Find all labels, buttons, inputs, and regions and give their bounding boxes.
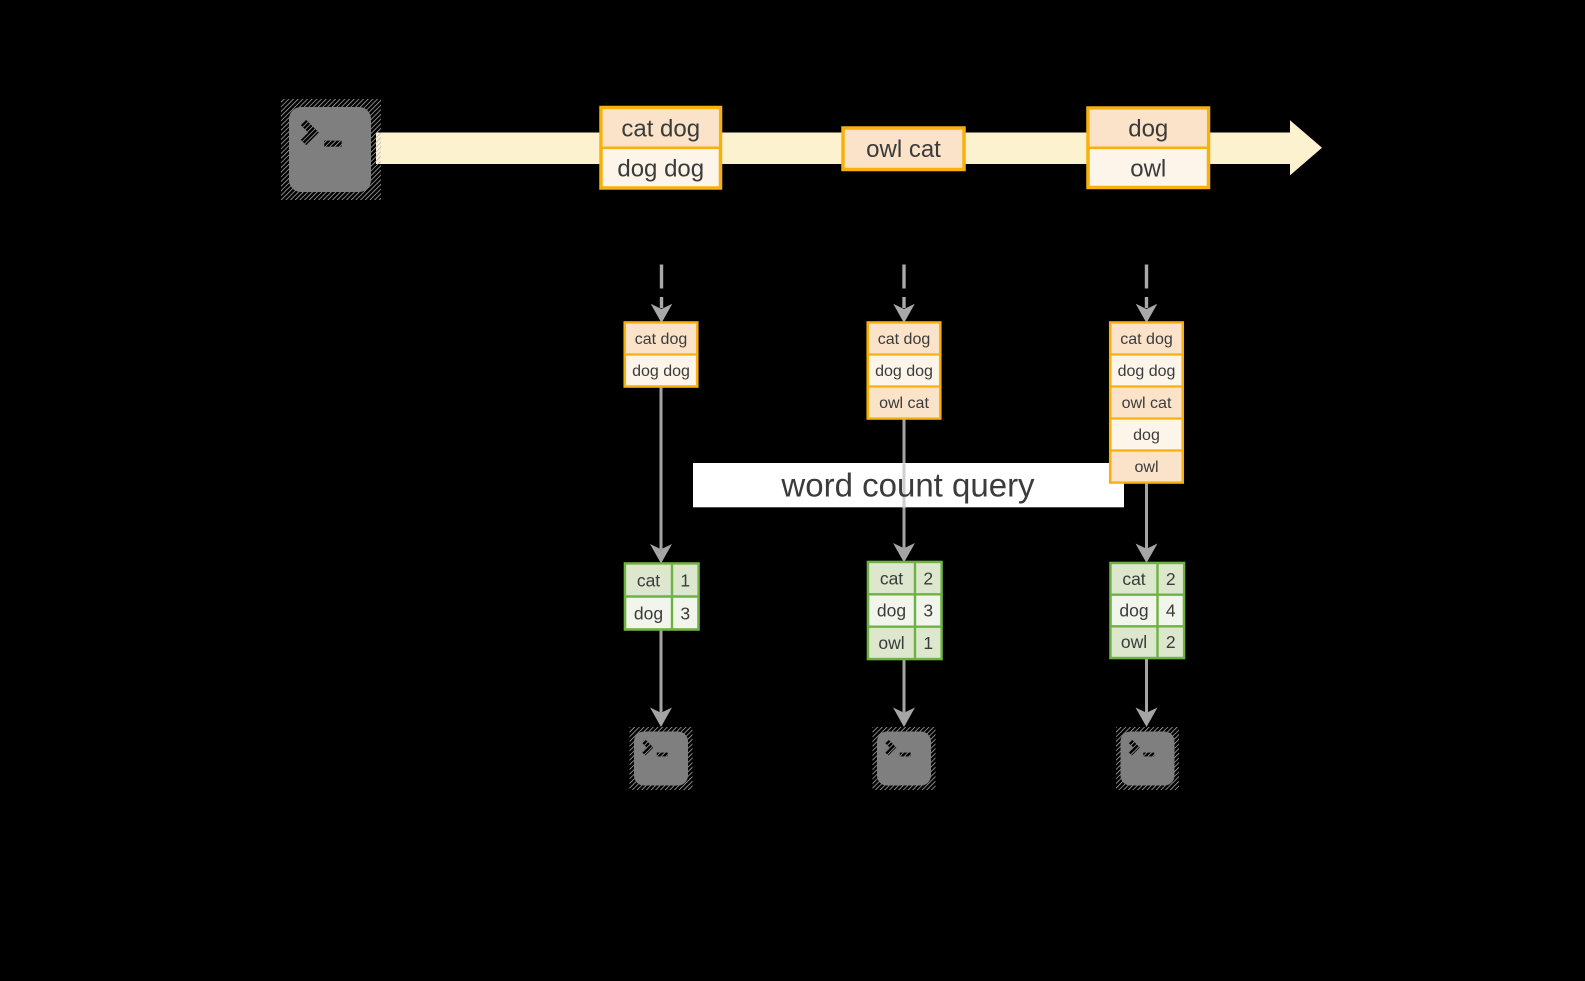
svg-text:cat: cat [1122, 569, 1145, 589]
svg-text:3: 3 [923, 601, 933, 621]
svg-text:cat dog: cat dog [635, 331, 687, 348]
svg-text:3: 3 [680, 604, 690, 624]
svg-text:dog: dog [1128, 116, 1168, 143]
svg-text:2: 2 [1166, 569, 1176, 589]
svg-text:1: 1 [923, 633, 933, 653]
svg-text:word count query: word count query [780, 467, 1035, 504]
svg-text:dog: dog [1133, 427, 1160, 444]
svg-text:owl: owl [1130, 156, 1166, 183]
svg-text:owl: owl [1121, 632, 1147, 652]
svg-text:dog: dog [1119, 601, 1148, 621]
svg-text:4: 4 [1166, 601, 1176, 621]
svg-text:dog dog: dog dog [1118, 363, 1176, 380]
svg-text:owl: owl [1134, 459, 1158, 476]
svg-text:2: 2 [923, 569, 933, 589]
svg-text:dog dog: dog dog [875, 363, 933, 380]
svg-text:2: 2 [1166, 632, 1176, 652]
svg-text:cat: cat [637, 571, 660, 591]
svg-text:owl cat: owl cat [879, 395, 929, 412]
svg-text:dog: dog [877, 601, 906, 621]
svg-text:owl cat: owl cat [1122, 395, 1172, 412]
svg-text:owl cat: owl cat [866, 136, 941, 163]
svg-text:cat dog: cat dog [621, 116, 700, 143]
svg-text:dog dog: dog dog [632, 363, 690, 380]
svg-text:cat: cat [880, 569, 903, 589]
svg-text:cat dog: cat dog [1120, 331, 1172, 348]
svg-text:cat dog: cat dog [878, 331, 930, 348]
svg-text:dog dog: dog dog [617, 156, 704, 183]
svg-text:dog: dog [634, 604, 663, 624]
svg-text:owl: owl [878, 633, 904, 653]
svg-text:1: 1 [680, 571, 690, 591]
